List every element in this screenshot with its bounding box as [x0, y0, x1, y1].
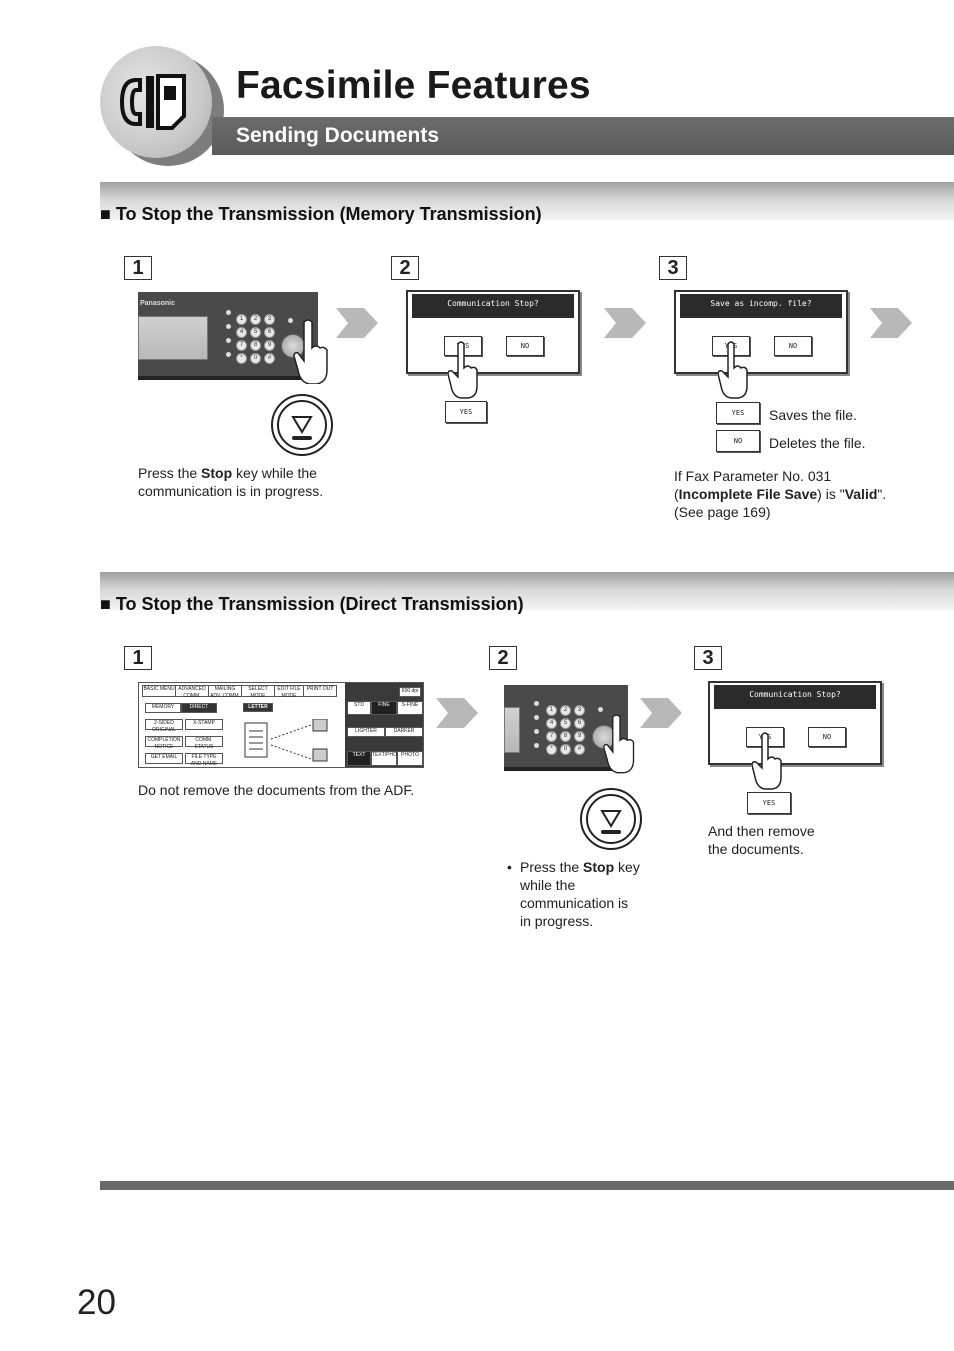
- direct-section-title: ■ To Stop the Transmission (Direct Trans…: [100, 594, 524, 614]
- no-description: Deletes the file.: [769, 435, 866, 451]
- yes-description: Saves the file.: [769, 407, 857, 423]
- yes-key-illustration: YES: [716, 402, 760, 424]
- touch-screen-image: BASIC MENU ADVANCED COMM. MAILING ADV. C…: [138, 682, 424, 768]
- direct-step-2-number: 2: [489, 646, 517, 670]
- communication-stop-screen: Communication Stop? YES NO: [708, 681, 882, 765]
- dpi-button[interactable]: 600 dpi: [399, 687, 421, 697]
- fax-parameter-note: If Fax Parameter No. 031 (Incomplete Fil…: [674, 468, 887, 520]
- s-fine-button[interactable]: S-FINE: [397, 701, 423, 715]
- no-button[interactable]: NO: [506, 336, 544, 356]
- no-button[interactable]: NO: [808, 727, 846, 747]
- tab-basic-menu[interactable]: BASIC MENU: [142, 685, 176, 697]
- std-button[interactable]: STD: [347, 701, 371, 715]
- hand-pointer-icon: [448, 341, 478, 399]
- text-mode-button[interactable]: TEXT: [347, 751, 371, 766]
- tab-select-mode[interactable]: SELECT MODE: [241, 685, 275, 699]
- memory-section-title: ■ To Stop the Transmission (Memory Trans…: [100, 204, 542, 224]
- screen-title: Communication Stop?: [412, 294, 574, 318]
- direct-section-bar: [100, 572, 954, 610]
- screen-title: Communication Stop?: [714, 685, 876, 709]
- document-feed-illustration: [244, 719, 328, 762]
- page-subtitle: Sending Documents: [236, 124, 440, 147]
- memory-section-bar: [100, 182, 954, 220]
- memory-step-1-caption: Press the Stop key while the communicati…: [138, 465, 324, 499]
- save-incomplete-file-screen: Save as incomp. file? YES NO: [674, 290, 848, 374]
- direct-step-3-caption: And then remove the documents.: [708, 823, 815, 857]
- no-key-illustration: NO: [716, 430, 760, 452]
- completion-notice-button[interactable]: COMPLETION NOTICE: [145, 736, 183, 750]
- step2-bullet: •: [507, 859, 512, 875]
- tab-edit-file-mode[interactable]: EDIT FILE MODE: [274, 685, 304, 699]
- lcd-display: [504, 707, 520, 753]
- direct-button[interactable]: DIRECT: [181, 703, 217, 713]
- yes-key-illustration: YES: [445, 401, 487, 423]
- page-number: 20: [77, 1283, 116, 1322]
- logo-circle: [100, 46, 212, 158]
- arrow-right-icon: [436, 698, 478, 728]
- letter-label: LETTER: [243, 703, 273, 712]
- yes-key-illustration: YES: [747, 792, 791, 814]
- arrow-right-icon: [604, 308, 646, 338]
- arrow-right-icon: [640, 698, 682, 728]
- hand-pointer-icon: [718, 341, 748, 399]
- memory-step-3-number: 3: [659, 256, 687, 280]
- brand-label: Panasonic: [140, 300, 176, 307]
- arrow-right-icon: [870, 308, 912, 338]
- no-button[interactable]: NO: [774, 336, 812, 356]
- tab-advanced-comm[interactable]: ADVANCED COMM.: [175, 685, 209, 699]
- memory-step-2-number: 2: [391, 256, 419, 280]
- direct-step-1-number: 1: [124, 646, 152, 670]
- screen-title: Save as incomp. file?: [680, 294, 842, 318]
- memory-step-1-number: 1: [124, 256, 152, 280]
- footer-rule: [100, 1181, 954, 1190]
- tab-print-out[interactable]: PRINT OUT: [303, 685, 337, 697]
- comm-status-button[interactable]: COMM. STATUS: [185, 736, 223, 750]
- arrow-right-icon: [336, 308, 378, 338]
- two-sided-original-button[interactable]: 2-SIDED ORIGINAL: [145, 719, 183, 733]
- text-photo-mode-button[interactable]: TEXT/PHOTO: [371, 751, 404, 766]
- memory-button[interactable]: MEMORY: [145, 703, 181, 713]
- hand-pointer-icon: [293, 319, 328, 384]
- stop-key-icon: [580, 788, 642, 850]
- fine-button[interactable]: FINE: [371, 701, 397, 715]
- hand-pointer-icon: [603, 714, 635, 774]
- x-stamp-button[interactable]: X-STAMP: [185, 719, 223, 730]
- fax-phone-icon: [119, 74, 186, 130]
- hand-pointer-icon: [752, 732, 782, 790]
- lcd-display: [138, 316, 208, 360]
- direct-step-2-caption: Press the Stop key while the communicati…: [520, 859, 640, 929]
- direct-step-1-caption: Do not remove the documents from the ADF…: [138, 782, 415, 798]
- subtitle-bar: [212, 117, 954, 155]
- lighter-button[interactable]: LIGHTER: [347, 727, 385, 737]
- stop-key-icon: [271, 394, 333, 456]
- file-type-name-button[interactable]: FILE TYPE AND NAME: [185, 753, 223, 767]
- tab-mailing[interactable]: MAILING ADV. COMM.: [208, 685, 242, 699]
- photo-mode-button[interactable]: PHOTO: [397, 751, 423, 766]
- page-title: Facsimile Features: [236, 64, 591, 107]
- get-email-button[interactable]: GET EMAIL: [145, 753, 183, 764]
- direct-step-3-number: 3: [694, 646, 722, 670]
- communication-stop-screen: Communication Stop? YES NO: [406, 290, 580, 374]
- darker-button[interactable]: DARKER: [385, 727, 423, 737]
